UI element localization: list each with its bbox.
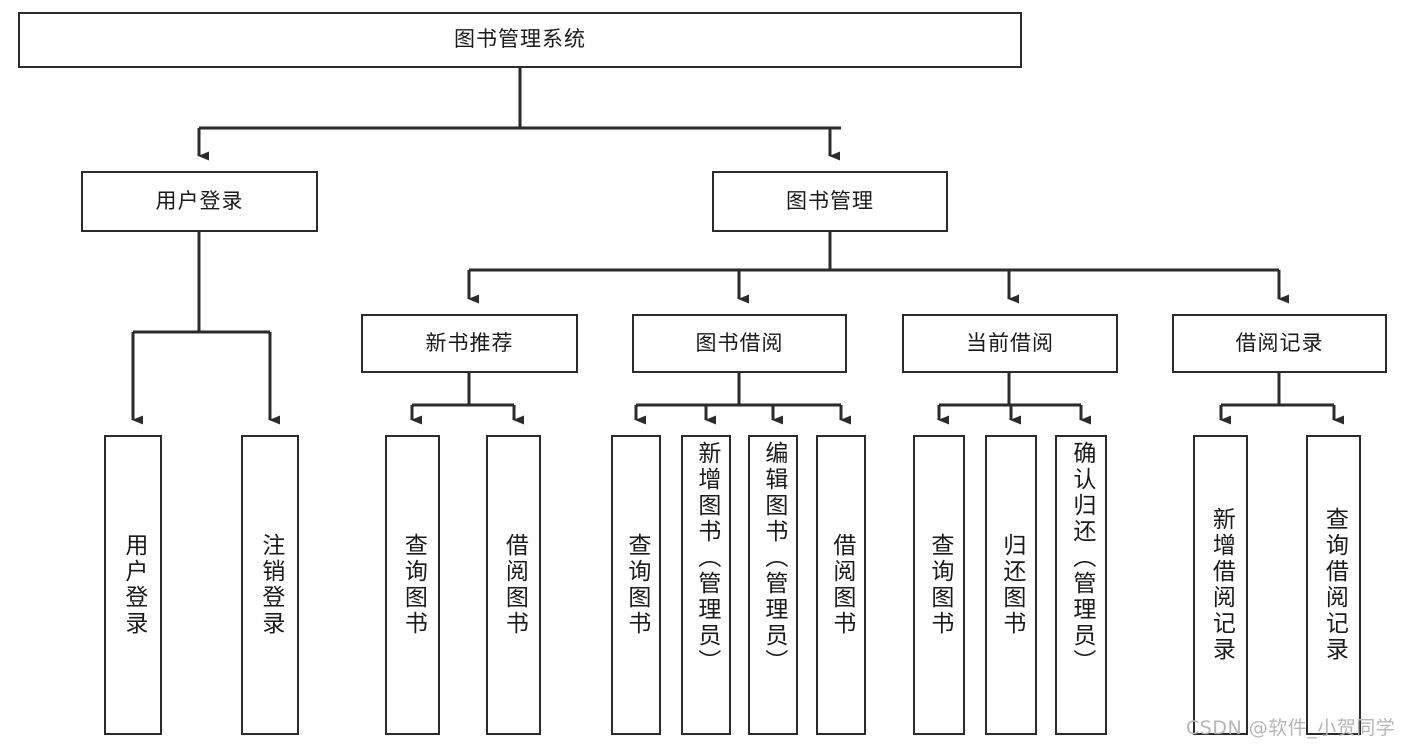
node-borrow-record[interactable]: 借阅记录	[1172, 314, 1387, 373]
leaf-query-book-cur[interactable]: 查询图书	[913, 435, 965, 735]
leaf-return-book[interactable]: 归还图书	[985, 435, 1037, 735]
node-current-borrow[interactable]: 当前借阅	[902, 314, 1118, 373]
leaf-query-book-rec[interactable]: 查询图书	[385, 435, 440, 735]
leaf-query-record[interactable]: 查询借阅记录	[1306, 435, 1361, 735]
leaf-user-login[interactable]: 用户登录	[104, 435, 162, 735]
leaf-logout[interactable]: 注销登录	[241, 435, 299, 735]
node-new-book-rec[interactable]: 新书推荐	[361, 314, 578, 373]
leaf-borrow-book-rec[interactable]: 借阅图书	[486, 435, 541, 735]
node-book-manage[interactable]: 图书管理	[712, 171, 948, 232]
node-book-borrow[interactable]: 图书借阅	[632, 314, 847, 373]
node-root[interactable]: 图书管理系统	[18, 12, 1022, 68]
csdn-watermark: CSDN @软件_小贺同学	[1186, 717, 1396, 739]
node-user-login[interactable]: 用户登录	[81, 171, 318, 232]
leaf-borrow-book[interactable]: 借阅图书	[816, 435, 866, 735]
leaf-edit-book[interactable]: 编辑图书（管理员）	[748, 435, 798, 735]
leaf-add-book[interactable]: 新增图书（管理员）	[681, 435, 731, 735]
leaf-confirm-return[interactable]: 确认归还（管理员）	[1055, 435, 1107, 735]
leaf-add-record[interactable]: 新增借阅记录	[1193, 435, 1248, 735]
leaf-query-book-borrow[interactable]: 查询图书	[611, 435, 661, 735]
